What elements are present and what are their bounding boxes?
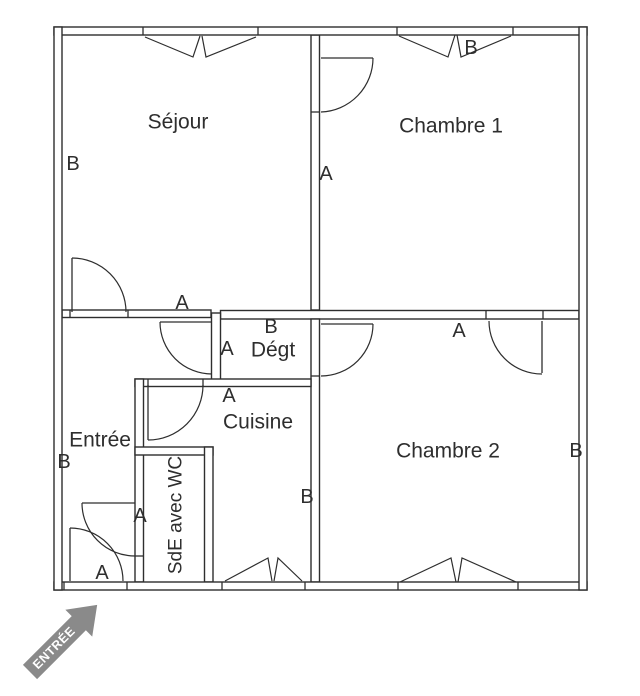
wall-marker-b-10: B — [57, 451, 70, 473]
wall-sde-right — [203, 446, 214, 583]
wall-marker-a-11: A — [133, 505, 147, 527]
door-degagement-swing-arc — [159, 321, 213, 375]
wall-entree-cuisine — [134, 378, 145, 583]
window-sejour — [144, 35, 201, 58]
room-label-entree: Entrée — [69, 429, 131, 452]
door-sde-swing-arc — [81, 502, 136, 557]
room-label-chambre-2: Chambre 2 — [396, 440, 500, 463]
wall-marker-a-5: A — [220, 338, 234, 360]
wall-marker-a-7: A — [452, 320, 466, 342]
wall-marker-a-1: A — [319, 163, 333, 185]
room-label-cuisine: Cuisine — [223, 411, 293, 434]
door-entree-front-swing-arc — [69, 527, 124, 582]
room-label-sejour: Séjour — [148, 111, 209, 134]
wall-marker-a-6: A — [222, 385, 236, 407]
wall-outer-top — [53, 26, 588, 36]
door-cuisine-swing-arc — [147, 384, 204, 441]
wall-outer-bottom — [53, 581, 588, 591]
door-chambre-1-swing-arc — [320, 57, 374, 113]
wall-marker-b-0: B — [66, 153, 79, 175]
door-sejour-swing-arc — [71, 257, 127, 313]
wall-marker-b-2: B — [464, 37, 477, 59]
window-chambre-1 — [398, 34, 456, 58]
window-sejour — [201, 35, 257, 58]
wall-marker-a-12: A — [95, 562, 109, 584]
wall-marker-b-4: B — [264, 316, 277, 338]
window-cuisine — [224, 557, 273, 582]
room-label-chambre-1: Chambre 1 — [399, 115, 503, 138]
door-chambre-2-top-swing-arc — [488, 320, 543, 375]
wall-degagement-left — [210, 312, 222, 382]
window-cuisine — [273, 556, 303, 582]
wall-center-vertical-upper — [310, 34, 321, 311]
room-label-sde: SdE avec WC — [166, 456, 187, 574]
entrance-arrow-icon — [22, 604, 98, 680]
window-chambre-2 — [457, 557, 517, 583]
window-chambre-1 — [456, 34, 512, 58]
door-chambre-2-left-swing-arc — [320, 323, 374, 377]
wall-marker-b-9: B — [300, 486, 313, 508]
wall-outer-right — [578, 26, 588, 591]
wall-marker-b-8: B — [569, 440, 582, 462]
wall-sde-top — [134, 446, 214, 456]
wall-center-vertical-lower — [310, 318, 321, 583]
entrance-arrow: ENTRÉE — [22, 604, 98, 680]
room-label-degagement: Dégt — [251, 339, 296, 362]
wall-outer-left — [53, 26, 63, 591]
entrance-arrow-label: ENTRÉE — [29, 623, 78, 672]
window-chambre-2 — [399, 557, 457, 583]
wall-marker-a-3: A — [175, 292, 189, 314]
